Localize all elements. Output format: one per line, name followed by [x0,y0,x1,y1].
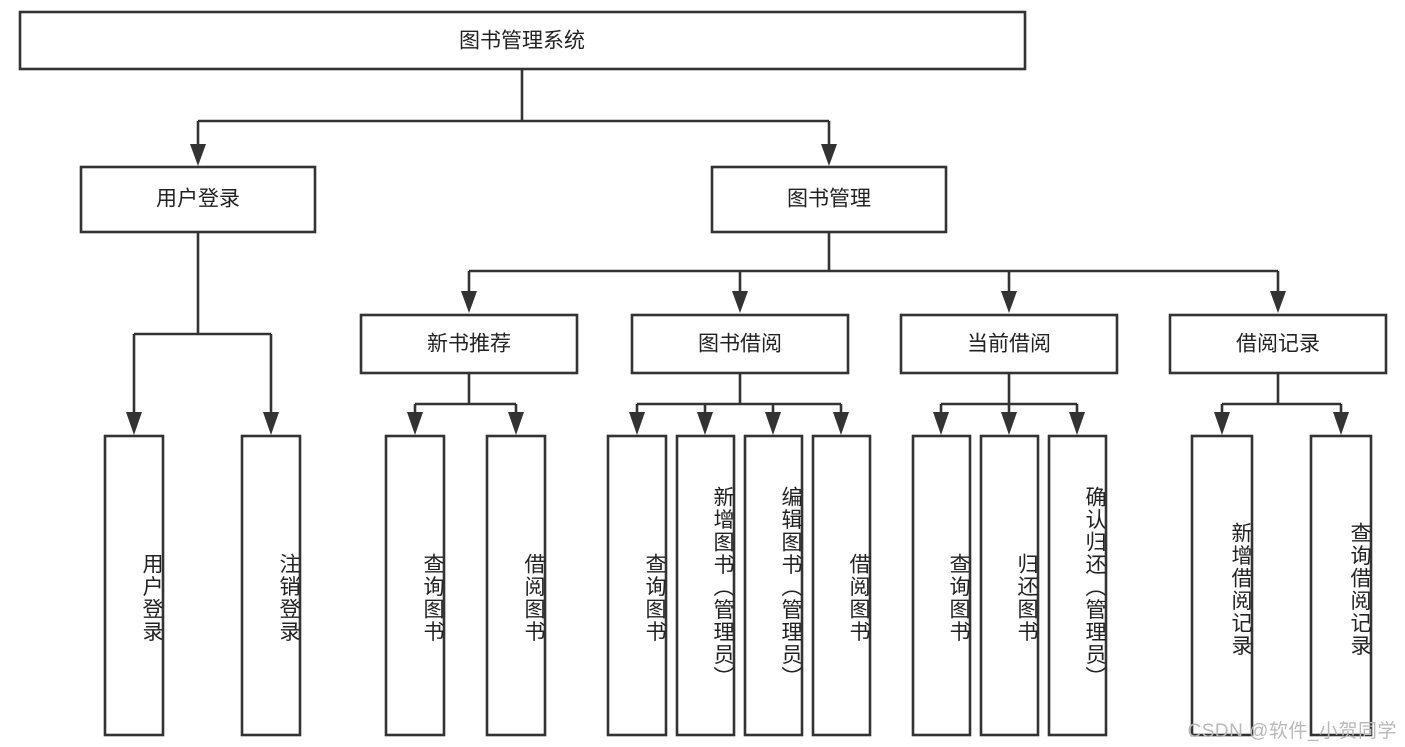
node-root-box[interactable] [18,10,1027,71]
arrow-head-leaf-query-book-3 [933,412,949,435]
node-book-manage[interactable]: 图书管理 [710,165,948,234]
leaf-query-book-2-box[interactable] [606,434,668,737]
arrow-head-leaf-query-book-1 [407,412,423,435]
leaf-borrow-book-1-box[interactable] [485,434,547,737]
arrow-head-leaf-borrow-book-1 [508,412,524,435]
leaf-boxes-group [103,434,1373,737]
arrow-head-leaf-confirm-return [1069,412,1085,435]
leaf-query-record-box[interactable] [1309,434,1373,737]
node-borrow-record-box[interactable] [1168,313,1388,375]
node-book-borrow[interactable]: 图书借阅 [630,313,850,375]
node-borrow-record[interactable]: 借阅记录 [1168,313,1388,375]
leaf-return-book-box[interactable] [979,434,1040,737]
arrow-head-borrow-record [1270,291,1286,313]
arrow-head-user-login [190,144,206,166]
node-book-borrow-box[interactable] [630,313,850,375]
node-user-login[interactable]: 用户登录 [79,165,317,234]
leaf-query-book-1-box[interactable] [384,434,446,737]
node-book-manage-box[interactable] [710,165,948,234]
arrow-head-current-borrow [1001,291,1017,313]
arrow-head-leaf-edit-book [765,412,781,435]
arrow-head-leaf-query-record [1333,412,1349,435]
node-current-borrow-label: 当前借阅 [967,333,1051,356]
node-new-book-recommend-label: 新书推荐 [427,333,511,356]
leaf-user-login-box[interactable] [103,434,165,737]
node-current-borrow-box[interactable] [899,313,1119,375]
node-root-label: 图书管理系统 [459,30,585,53]
connector-group [126,69,1349,435]
arrow-head-leaf-borrow-book-2 [833,412,849,435]
node-user-login-label: 用户登录 [156,188,240,211]
node-new-book-recommend[interactable]: 新书推荐 [359,313,579,375]
node-current-borrow[interactable]: 当前借阅 [899,313,1119,375]
leaf-borrow-book-2-box[interactable] [811,434,872,737]
arrow-head-leaf-query-book-2 [629,412,645,435]
node-book-borrow-label: 图书借阅 [698,333,782,356]
arrow-head-book-manage [821,144,837,166]
node-user-login-box[interactable] [79,165,317,234]
leaf-add-record-box[interactable] [1190,434,1254,737]
arrow-head-leaf-logout-login [263,412,279,435]
arrow-head-leaf-add-book [697,412,713,435]
node-borrow-record-label: 借阅记录 [1236,333,1320,356]
arrow-head-leaf-user-login [126,412,142,435]
arrow-head-leaf-add-record [1214,412,1230,435]
leaf-query-book-3-box[interactable] [911,434,972,737]
leaf-confirm-return-box[interactable] [1047,434,1108,737]
arrow-head-leaf-return-book [1001,412,1017,435]
arrow-head-book-borrow [732,291,748,313]
csdn-watermark: CSDN @软件_小贺同学 [1187,721,1397,742]
leaf-add-book-box[interactable] [675,434,736,737]
leaf-logout-login-box[interactable] [240,434,302,737]
leaf-edit-book-box[interactable] [743,434,804,737]
node-book-manage-label: 图书管理 [787,188,871,211]
arrow-head-new-book-recommend [461,291,477,313]
node-new-book-recommend-box[interactable] [359,313,579,375]
node-root[interactable]: 图书管理系统 [18,10,1027,71]
